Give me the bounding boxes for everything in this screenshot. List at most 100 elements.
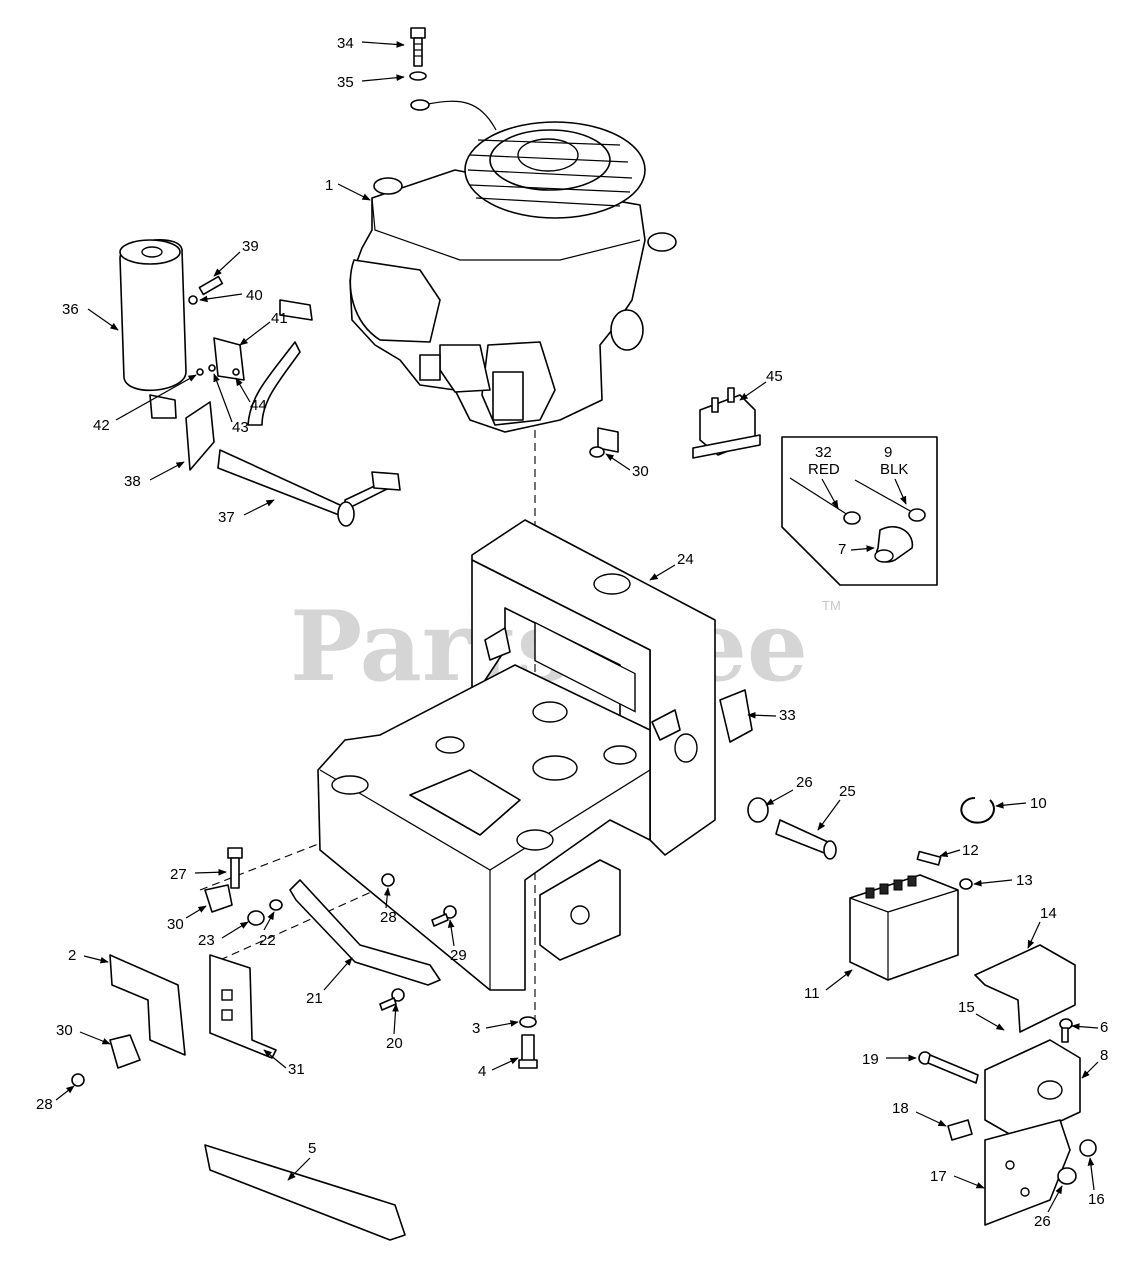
part-21-bracket [289,879,441,986]
part-35-washer [409,71,427,81]
part-12-bolt [916,850,942,866]
callout-31: 31 [288,1061,305,1078]
callout-10: 10 [1030,795,1047,812]
callout-33: 33 [779,707,796,724]
part-11-battery [849,874,959,981]
callout-41: 41 [271,310,288,327]
part-30-clamp-bottom [109,1034,141,1069]
callout-37: 37 [218,509,235,526]
callout-6: 6 [1100,1019,1108,1036]
inset-boot-number: 7 [838,541,846,558]
part-19-bolt [918,1051,979,1084]
callout-2: 2 [68,947,76,964]
callout-11: 11 [804,985,820,1002]
part-1-engine [349,121,677,433]
part-28-plug-frame [381,873,395,887]
inset-red-label: RED [808,461,840,478]
part-18-pad [947,1119,973,1141]
callout-30-bottom: 30 [56,1022,73,1039]
part-36-muffler [119,239,187,419]
inset-blk-label: BLK [880,461,908,478]
part-39-bolt [198,275,224,296]
part-42-washer [196,368,204,376]
callout-22: 22 [259,932,276,949]
callout-17: 17 [930,1168,947,1185]
part-43-nut [208,364,216,372]
callout-23: 23 [198,932,215,949]
inset-blk-number: 9 [884,444,892,461]
blk-cable-terminal [908,508,926,522]
part-30-clamp-engine [589,427,619,458]
part-30-clamp-left [204,884,233,913]
callout-38: 38 [124,473,141,490]
callout-35: 35 [337,74,354,91]
battery-cable-inset: 32 RED 9 BLK 7 [781,436,938,586]
part-38-clamp [185,401,215,471]
callout-45: 45 [766,368,783,385]
callout-16: 16 [1088,1191,1105,1208]
callout-20: 20 [386,1035,403,1052]
part-34-bolt [410,27,426,67]
callout-34: 34 [337,35,354,52]
callout-30-engine: 30 [632,463,649,480]
part-20-screw [379,988,405,1011]
part-45-solenoid [692,387,761,459]
part-10-retaining-ring [960,797,995,824]
callout-3: 3 [472,1020,480,1037]
part-6-screw [1059,1018,1073,1043]
callout-8: 8 [1100,1047,1108,1064]
part-24-frame [317,519,753,991]
part-23-nut [247,910,265,926]
inset-red-number: 32 [815,444,832,461]
callout-21: 21 [306,990,323,1007]
ground-wire [410,99,497,131]
part-3-washer [519,1016,537,1028]
part-26-nut-frame [747,797,769,823]
callout-13: 13 [1016,872,1033,889]
part-26-nut-bracket [1057,1167,1077,1185]
part-17-bracket [984,1119,1071,1226]
part-40-nut [188,295,198,305]
callout-4: 4 [478,1063,486,1080]
callout-15: 15 [958,999,975,1016]
part-31-bracket [209,954,277,1059]
part-44-nut [232,368,240,376]
callout-40: 40 [246,287,263,304]
callout-28-left: 28 [36,1096,53,1113]
callout-5: 5 [308,1140,316,1157]
callout-36: 36 [62,301,79,318]
callout-39: 39 [242,238,259,255]
callout-43: 43 [232,419,249,436]
part-25-bolt [775,819,837,860]
callout-1: 1 [325,177,333,194]
callout-27: 27 [170,866,187,883]
part-22-washer [269,899,283,911]
part-5-cover [204,1144,406,1241]
callout-25: 25 [839,783,856,800]
callout-labels: 34 35 1 39 40 36 41 42 44 43 45 30 38 37… [36,35,1108,1230]
callout-42: 42 [93,417,110,434]
part-27-bolt [227,847,243,889]
callout-12: 12 [962,842,979,859]
callout-14: 14 [1040,905,1057,922]
part-37-exhaust-pipe [217,299,401,527]
part-16-clamp [1079,1139,1097,1157]
callout-26-frame: 26 [796,774,813,791]
part-41-bracket [213,337,245,381]
part-28-plug-left [71,1073,85,1087]
callout-18: 18 [892,1100,909,1117]
callout-44: 44 [250,397,267,414]
part-4-bolt [518,1034,538,1069]
part-14-battery-cover [974,944,1076,1033]
red-cable-terminal [843,511,861,525]
callout-28-frame: 28 [380,909,397,926]
callout-29: 29 [450,947,467,964]
callout-26-bracket: 26 [1034,1213,1051,1230]
part-8-battery-box [984,1039,1081,1141]
part-13-nut [959,878,973,890]
callout-19: 19 [862,1051,879,1068]
watermark-trademark: TM [822,598,841,613]
callout-30-left: 30 [167,916,184,933]
callout-24: 24 [677,551,694,568]
